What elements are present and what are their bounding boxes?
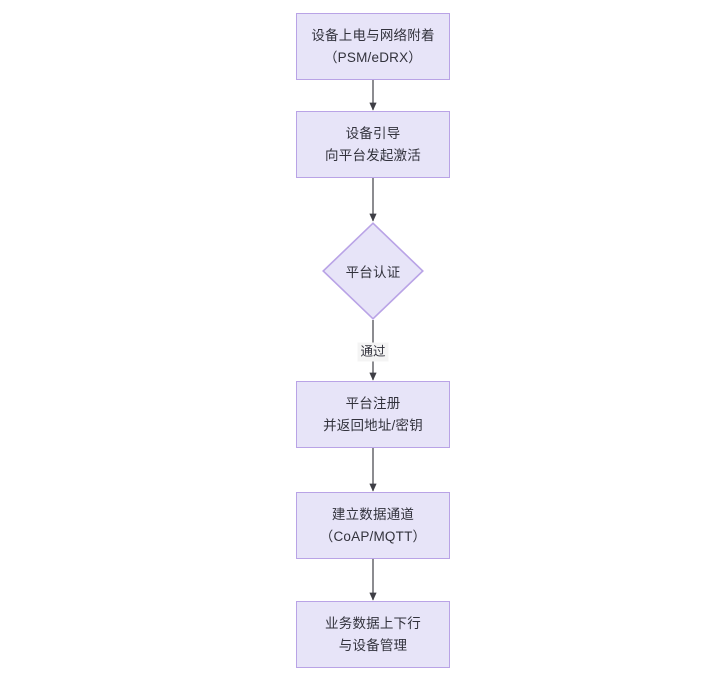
edge-label-pass: 通过 xyxy=(357,342,389,362)
node-label-line1: 设备上电与网络附着 xyxy=(311,27,435,43)
node-label-line2: 与设备管理 xyxy=(338,637,408,653)
node-data-channel[interactable]: 建立数据通道 （CoAP/MQTT） xyxy=(296,492,450,559)
node-label-line2: 并返回地址/密钥 xyxy=(323,417,423,433)
node-business-data-and-device-management[interactable]: 业务数据上下行 与设备管理 xyxy=(296,601,450,668)
node-label-line2: （CoAP/MQTT） xyxy=(319,528,427,544)
node-label-line1: 业务数据上下行 xyxy=(325,615,421,631)
diamond-shape-icon xyxy=(322,222,424,320)
node-device-power-on[interactable]: 设备上电与网络附着 （PSM/eDRX） xyxy=(296,13,450,80)
node-platform-registration[interactable]: 平台注册 并返回地址/密钥 xyxy=(296,381,450,448)
node-label-line2: 向平台发起激活 xyxy=(325,147,421,163)
node-label-line1: 设备引导 xyxy=(345,125,401,141)
node-label-line1: 平台认证 xyxy=(345,265,401,280)
node-platform-authentication[interactable]: 平台认证 xyxy=(322,222,424,320)
node-label-line1: 平台注册 xyxy=(345,395,401,411)
node-label-line2: （PSM/eDRX） xyxy=(323,49,423,65)
node-device-bootstrap[interactable]: 设备引导 向平台发起激活 xyxy=(296,111,450,178)
node-label-line1: 建立数据通道 xyxy=(331,506,415,522)
